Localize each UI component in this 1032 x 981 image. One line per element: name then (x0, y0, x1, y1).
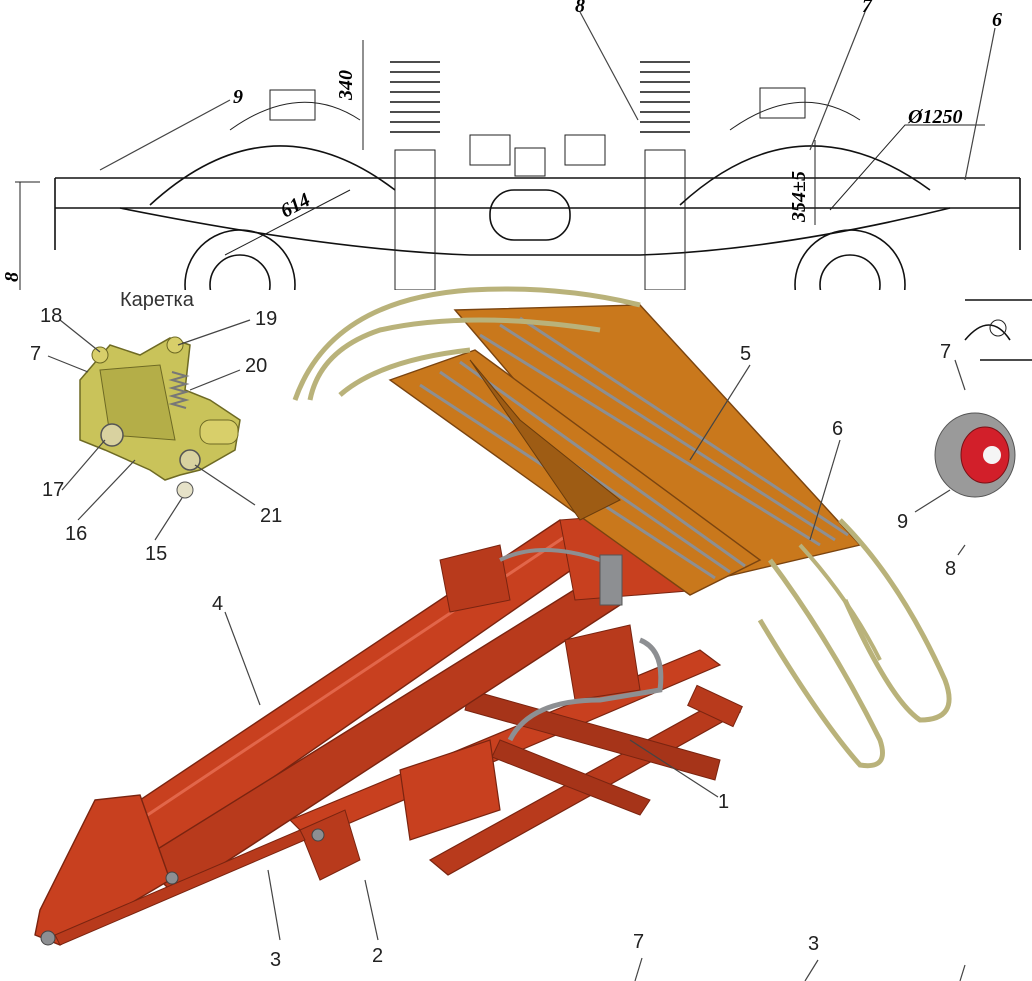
edge-callout-9: 9 (897, 511, 908, 533)
inset-callout-18: 18 (40, 305, 62, 327)
dimension-8: 8 (1, 272, 23, 282)
carriage-inset: Каретка 18 19 7 20 17 16 15 21 (30, 289, 282, 565)
callout-2: 2 (372, 945, 383, 967)
dimension-354: 354±5 (788, 171, 810, 223)
handrail-rear-upper (292, 286, 641, 401)
callout-1: 1 (718, 791, 729, 813)
inset-callout-7: 7 (30, 343, 41, 365)
callout-8: 8 (575, 0, 585, 17)
dimension-614: 614 (277, 189, 314, 223)
handrail-front-right (838, 518, 952, 723)
callout-9: 9 (233, 86, 243, 108)
dimension-diameter: Ø1250 (907, 106, 962, 128)
dimension-340: 340 (335, 70, 357, 101)
control-box (399, 739, 501, 841)
edge-callout-8: 8 (945, 558, 956, 580)
inset-title: Каретка (120, 289, 195, 311)
spring-left (390, 61, 440, 291)
bottom-fragment: 7 3 (633, 931, 966, 981)
callout-3: 3 (270, 949, 281, 971)
bottom-callout-3: 3 (808, 933, 819, 955)
carriage-spring (168, 371, 190, 409)
callout-7: 7 (862, 0, 873, 17)
callout-6: 6 (992, 9, 1002, 31)
inset-callout-19: 19 (255, 308, 277, 330)
inset-callout-16: 16 (65, 523, 87, 545)
inset-callout-21: 21 (260, 505, 282, 527)
inset-callout-20: 20 (245, 355, 267, 377)
main-assembly: 5 6 4 1 2 3 (34, 286, 952, 971)
hydraulic-hose (507, 637, 664, 742)
right-edge-fragment: 7 9 8 (897, 290, 1032, 580)
spring-right (640, 61, 690, 291)
handrail-front-left (757, 558, 885, 769)
callout-4: 4 (212, 593, 223, 615)
bottom-callout-7: 7 (633, 931, 644, 953)
edge-callout-7: 7 (940, 341, 951, 363)
inset-callout-15: 15 (145, 543, 167, 565)
callout-5: 5 (740, 343, 751, 365)
callout-6: 6 (832, 418, 843, 440)
inset-callout-17: 17 (42, 479, 64, 501)
